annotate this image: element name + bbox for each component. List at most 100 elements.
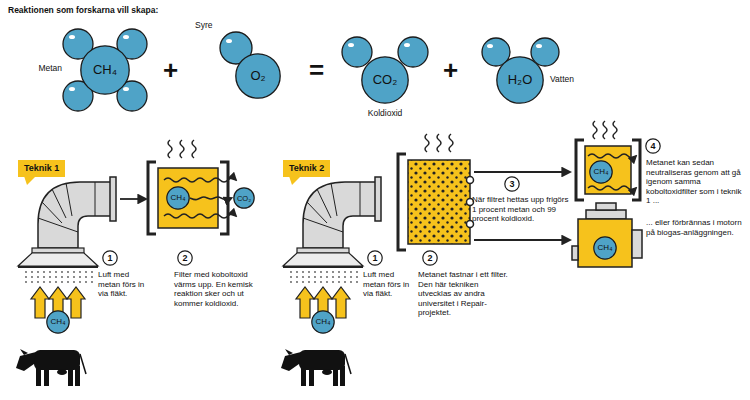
- tag-pointer: [24, 176, 36, 185]
- callout: 1Luft med metan förs in via fläkt.: [367, 250, 383, 266]
- heat-waves: [180, 140, 184, 158]
- filter-bracket: [148, 162, 156, 234]
- callout-number: 3: [509, 179, 514, 190]
- reaction-wave: [164, 178, 236, 182]
- molecule-circle: [362, 57, 408, 103]
- heat-waves: [168, 140, 172, 158]
- biogas-engine: [596, 203, 616, 210]
- callout: 2Filter med koboltoxid värms upp. En kem…: [177, 250, 193, 266]
- flow-arrow: [474, 171, 570, 173]
- atom-highlights: [69, 35, 542, 91]
- atom-highlights: [536, 44, 542, 48]
- atom-highlights: [123, 35, 129, 39]
- formula: CH₄: [51, 317, 66, 327]
- atom-highlights: [348, 43, 354, 47]
- operator-sign: +: [163, 57, 178, 83]
- heat-waves: [593, 121, 597, 139]
- reaction-wave: [164, 214, 236, 218]
- reaction-wave: [588, 186, 636, 190]
- capture-filter: [467, 177, 474, 184]
- reaction-wave: [164, 154, 636, 218]
- callout-text: ... eller förbrännas i motorn på biogas-…: [646, 218, 743, 237]
- biogas-engine: [632, 230, 642, 258]
- heat-waves: [613, 121, 617, 139]
- callout-text: Luft med metan förs in via fläkt.: [363, 270, 415, 299]
- molecule-name: Vatten: [550, 74, 590, 84]
- filter-bracket: [148, 140, 640, 250]
- callout-circle: [178, 251, 192, 265]
- molecule-circle: [590, 161, 612, 183]
- reaction-arrow: [190, 197, 232, 200]
- callout-number: 2: [427, 253, 432, 264]
- formula: O₂: [250, 68, 265, 84]
- heat-waves: [603, 121, 607, 139]
- molecule-circle: [47, 311, 69, 333]
- callout-number: 1: [372, 253, 377, 264]
- callout: 4Metanet kan sedan neutraliseras genom a…: [645, 138, 661, 154]
- callout-circle: [505, 177, 519, 191]
- callout-circle: [646, 139, 660, 153]
- callout-circle: [368, 251, 382, 265]
- carbon-dioxide-molecule: CO₂Koldioxid: [361, 56, 409, 104]
- water-molecule: H₂OVatten: [496, 56, 544, 104]
- molecule-circle: [234, 188, 254, 208]
- tag-text: Teknik 1: [24, 163, 59, 174]
- flow-arrow: [120, 198, 146, 200]
- tag-pointer: [289, 176, 301, 185]
- atom-highlights: [487, 44, 493, 48]
- callout-number: 4: [650, 141, 655, 152]
- callout: 3När filtret hettas upp frigörs 1 procen…: [504, 176, 520, 192]
- callout-number: 2: [182, 253, 187, 264]
- callout: 2Metanet fastnar i ett filter. Den här t…: [422, 250, 438, 266]
- molecule-atoms: [63, 29, 559, 111]
- flow-arrow: [474, 239, 570, 241]
- capture-filter: [408, 160, 474, 244]
- capture-filter: [408, 160, 470, 244]
- formula: CH₄: [171, 193, 186, 203]
- molecule-circle: [312, 311, 334, 333]
- methane-dot: CH₄: [589, 160, 613, 184]
- diagram-title: Reaktionen som forskarna vill skapa:: [8, 5, 158, 15]
- biogas-engine: [572, 246, 578, 260]
- formula: CO₂: [373, 72, 398, 88]
- molecule-circle: [497, 57, 543, 103]
- callout-text: Metanet fastnar i ett filter. Den här te…: [418, 270, 514, 318]
- biogas-engine: [578, 219, 632, 267]
- methane-dot: CH₄: [593, 236, 617, 260]
- atom-highlights: [226, 39, 232, 43]
- molecule-name: Metan: [18, 63, 62, 73]
- heat-waves: [168, 121, 617, 158]
- formula: H₂O: [508, 72, 533, 88]
- molecule-circle: [594, 237, 616, 259]
- callout-circle: [103, 251, 117, 265]
- heat-waves: [437, 134, 441, 152]
- molecule-circle: [167, 187, 189, 209]
- cobalt-filter: [585, 146, 631, 194]
- molecule-circle: [81, 46, 129, 94]
- callout-text: Luft med metan förs in via fläkt.: [98, 270, 152, 299]
- callout-circle: [423, 251, 437, 265]
- callout-text: Filter med koboltoxid värms upp. En kemi…: [174, 270, 260, 308]
- technique-tag: Teknik 2: [283, 160, 330, 177]
- heat-waves: [192, 140, 196, 158]
- heat-waves: [425, 134, 429, 152]
- methane-molecule: MetanCH₄: [80, 45, 130, 95]
- tag-text: Teknik 2: [289, 163, 324, 174]
- formula: CO₂: [237, 194, 251, 203]
- callout-number: 1: [107, 253, 112, 264]
- biogas-engine: [572, 203, 642, 267]
- molecule-circle: [236, 54, 280, 98]
- callout-text: När filtret hettas upp frigörs 1 procent…: [472, 195, 572, 224]
- formula: CH₄: [316, 317, 331, 327]
- heat-waves: [449, 134, 453, 152]
- oxygen-molecule: SyreO₂: [235, 53, 281, 99]
- molecule-atoms: [398, 37, 428, 67]
- methane-dot: CH₄: [166, 186, 190, 210]
- reaction-wave: [588, 154, 636, 158]
- callout-text: Metanet kan sedan neutraliseras genom at…: [646, 158, 743, 206]
- filter-bracket: [398, 154, 406, 250]
- formula: CH₄: [594, 167, 609, 177]
- callout: 1Luft med metan förs in via fläkt.: [102, 250, 118, 266]
- formula: CH₄: [93, 62, 117, 78]
- methane-dot: CH₄: [46, 310, 70, 334]
